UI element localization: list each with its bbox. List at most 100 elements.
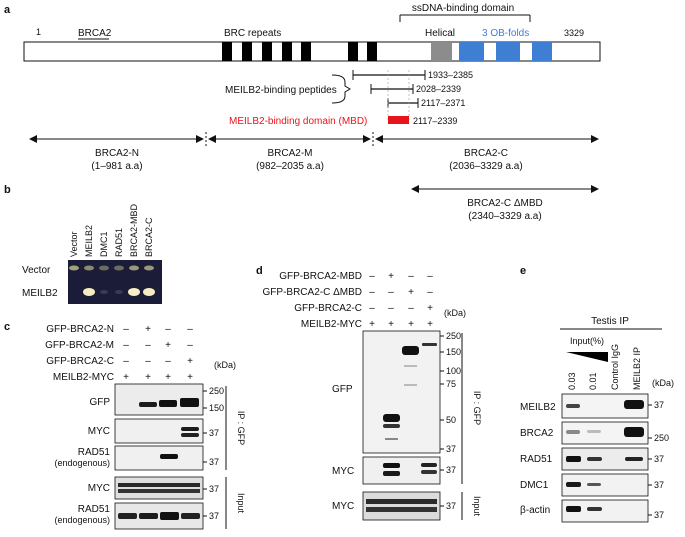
- panel-label-a: a: [4, 4, 11, 16]
- svg-text:+: +: [388, 319, 394, 330]
- ob-fold-domains: [459, 42, 552, 61]
- c-row-meilb2-myc: MEILB2-MYC: [53, 372, 114, 383]
- svg-text:–: –: [123, 324, 129, 335]
- d-blot-myc-input-label: MYC: [332, 501, 354, 512]
- c-myc-input-bands: [118, 483, 200, 493]
- svg-text:–: –: [369, 303, 375, 314]
- peptides-brace: [331, 74, 351, 104]
- d-myc-ip-bands: [383, 463, 437, 476]
- panel-label-c: c: [4, 321, 10, 333]
- d-row-brca2-c-dmbd: GFP-BRCA2-C ΔMBD: [263, 287, 362, 298]
- c-blot-myc-label: MYC: [88, 426, 110, 437]
- d-gfp-bands: [383, 343, 437, 440]
- svg-text:+: +: [187, 372, 193, 383]
- d-sign-grid: – + – – – – + – – – – + + + + +: [369, 271, 433, 330]
- c-row-brca2-m: GFP-BRCA2-M: [45, 340, 114, 351]
- svg-text:–: –: [369, 271, 375, 282]
- peptide-3-range: 2117–2371: [421, 98, 465, 108]
- svg-text:–: –: [388, 287, 394, 298]
- svg-text:–: –: [187, 324, 193, 335]
- e-input-gradient-wedge: [566, 352, 608, 362]
- e-blot-beta-actin-label: β-actin: [520, 505, 550, 516]
- svg-text:+: +: [427, 319, 433, 330]
- e-marker-beta-actin: 37: [654, 510, 664, 520]
- c-gfp-bands: [139, 398, 199, 407]
- svg-text:–: –: [165, 324, 171, 335]
- svg-text:–: –: [123, 356, 129, 367]
- c-row-brca2-n: GFP-BRCA2-N: [46, 324, 114, 335]
- e-rad51-bands: [566, 456, 643, 462]
- c-marker-37-c: 37: [209, 484, 219, 494]
- d-input-label: Input: [472, 496, 482, 517]
- e-blot-brca2-label: BRCA2: [520, 428, 554, 439]
- peptide-2: [370, 84, 414, 94]
- helical-domain: [431, 42, 452, 61]
- c-blot-myc-input-label: MYC: [88, 483, 110, 494]
- svg-text:–: –: [369, 287, 375, 298]
- e-lane-0.03: 0.03: [567, 372, 577, 390]
- svg-text:+: +: [369, 319, 375, 330]
- b-col-vector: Vector: [69, 231, 79, 257]
- c-blot-rad51-input-label: RAD51: [78, 504, 111, 515]
- svg-text:–: –: [145, 340, 151, 351]
- peptide-1-range: 1933–2385: [428, 70, 473, 80]
- peptide-3: [387, 98, 419, 108]
- d-marker-37-c: 37: [446, 501, 456, 511]
- d-marker-250: 250: [446, 331, 461, 341]
- region-cdmbd-range: (2340–3329 a.a): [468, 211, 541, 222]
- region-n-name: BRCA2-N: [95, 148, 139, 159]
- svg-text:–: –: [123, 340, 129, 351]
- c-kda-label: (kDa): [214, 360, 236, 370]
- svg-text:+: +: [408, 287, 414, 298]
- c-rad51-input-bands: [118, 512, 200, 520]
- d-marker-150: 150: [446, 347, 461, 357]
- b-col-meilb2: MEILB2: [84, 225, 94, 257]
- d-row-brca2-mbd: GFP-BRCA2-MBD: [279, 271, 362, 282]
- d-blot-myc-label: MYC: [332, 466, 354, 477]
- svg-text:+: +: [145, 372, 151, 383]
- e-blot-dmc1-label: DMC1: [520, 480, 549, 491]
- y2h-colonies: [69, 265, 155, 296]
- ob-folds-label: 3 OB-folds: [482, 28, 529, 39]
- e-marker-brca2: 250: [654, 433, 669, 443]
- panel-label-d: d: [256, 265, 263, 277]
- region-c-name: BRCA2-C: [464, 148, 508, 159]
- d-marker-75: 75: [446, 379, 456, 389]
- e-lane-meilb2-ip: MEILB2 IP: [632, 347, 642, 390]
- d-blot-myc-input: [362, 491, 441, 521]
- svg-text:+: +: [187, 356, 193, 367]
- peptide-2-range: 2028–2339: [416, 84, 461, 94]
- e-dmc1-bands: [566, 482, 601, 487]
- mbd-range: 2117–2339: [413, 116, 457, 126]
- start-residue: 1: [36, 27, 41, 37]
- e-input-label: Input(%): [570, 336, 604, 346]
- c-blot-rad51-ip: [114, 445, 204, 471]
- brca2-protein-bar: [23, 41, 601, 62]
- svg-text:–: –: [145, 356, 151, 367]
- svg-text:+: +: [165, 340, 171, 351]
- d-marker-50: 50: [446, 415, 456, 425]
- region-m-name: BRCA2-M: [267, 148, 312, 159]
- c-blot-rad51-input-endog: (endogenous): [54, 515, 110, 525]
- peptide-1: [352, 70, 426, 80]
- e-beta-actin-bands: [566, 506, 602, 512]
- c-marker-150: 150: [209, 403, 224, 413]
- b-col-dmc1: DMC1: [99, 231, 109, 257]
- e-lane-0.01: 0.01: [588, 372, 598, 390]
- svg-text:–: –: [408, 271, 414, 282]
- e-kda-label: (kDa): [652, 378, 674, 388]
- svg-text:+: +: [165, 372, 171, 383]
- e-meilb2-bands: [566, 400, 644, 409]
- e-title: Testis IP: [591, 316, 629, 327]
- e-marker-dmc1: 37: [654, 480, 664, 490]
- mbd-bar: [388, 116, 409, 124]
- c-blot-rad51-label: RAD51: [78, 447, 111, 458]
- c-marker-250: 250: [209, 386, 224, 396]
- svg-text:–: –: [427, 271, 433, 282]
- region-cdmbd-name: BRCA2-C ΔMBD: [467, 198, 543, 209]
- d-marker-37-b: 37: [446, 465, 456, 475]
- brc-repeats: [222, 42, 377, 61]
- svg-text:+: +: [388, 271, 394, 282]
- protein-name: BRCA2: [78, 28, 112, 39]
- d-row-meilb2-myc: MEILB2-MYC: [301, 319, 362, 330]
